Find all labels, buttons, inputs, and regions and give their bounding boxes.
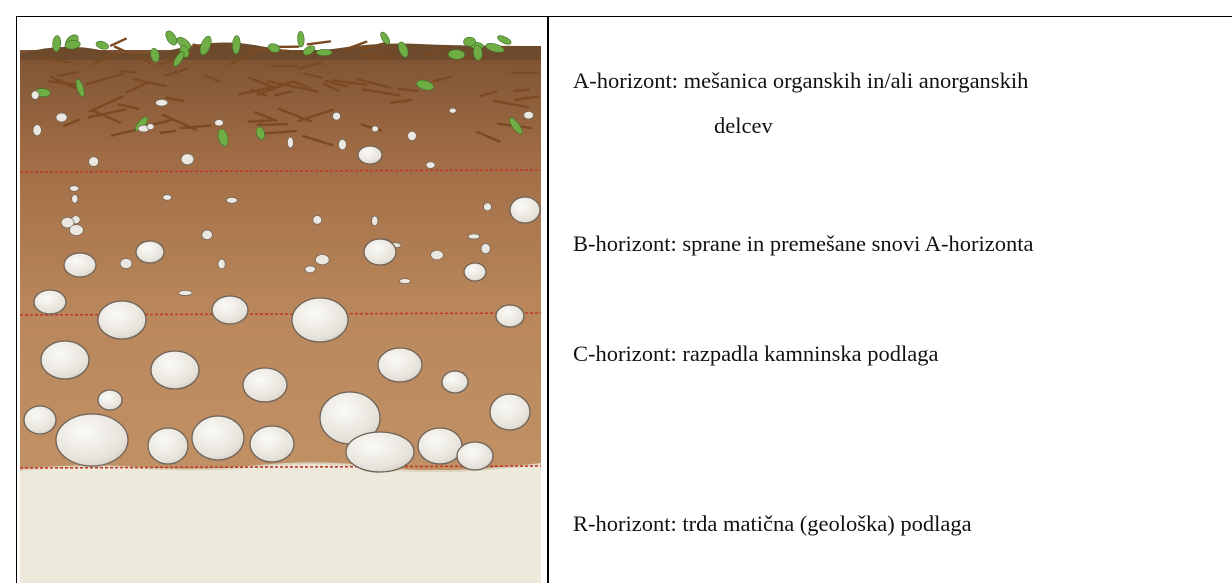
stone — [292, 298, 348, 342]
column-divider — [547, 16, 549, 583]
twig — [120, 71, 135, 72]
pebble — [484, 203, 492, 211]
bedrock-r-horizon — [20, 463, 541, 583]
twig — [249, 120, 275, 121]
pebble — [333, 112, 341, 120]
pebble — [56, 113, 67, 122]
stone — [510, 197, 540, 223]
leaf — [496, 34, 512, 46]
stone — [192, 416, 244, 460]
stone — [442, 371, 468, 393]
stone — [490, 394, 530, 430]
pebble — [156, 99, 168, 106]
stone — [56, 414, 128, 466]
stone — [98, 301, 146, 339]
pebble — [72, 195, 78, 203]
soil-profile-illustration — [20, 20, 541, 583]
pebble — [449, 108, 456, 113]
pebble — [399, 279, 410, 284]
leaf — [316, 49, 332, 55]
pebble — [372, 126, 379, 132]
pebble — [372, 216, 378, 226]
pebble — [431, 250, 444, 259]
stone — [34, 290, 66, 314]
pebble — [202, 230, 213, 240]
stone — [358, 146, 382, 164]
stone — [41, 341, 89, 379]
stone — [378, 348, 422, 382]
twig — [308, 41, 330, 44]
label-a-horizon-line1: A-horizont: mešanica organskih in/ali an… — [573, 68, 1028, 93]
stone — [98, 390, 122, 410]
stone — [151, 351, 199, 389]
twig — [111, 39, 126, 46]
stone — [364, 239, 396, 265]
pebble — [215, 119, 224, 126]
pebble — [468, 234, 480, 239]
pebble — [33, 125, 41, 136]
leaf — [463, 37, 475, 47]
pebble — [179, 290, 193, 295]
stone — [64, 253, 96, 277]
leaf — [95, 40, 110, 51]
pebble — [218, 259, 225, 269]
label-r-horizon: R-horizont: trda matična (geološka) podl… — [573, 510, 972, 537]
stone — [496, 305, 524, 327]
pebble — [226, 197, 237, 203]
pebble — [31, 91, 39, 99]
label-b-horizon: B-horizont: sprane in premešane snovi A-… — [573, 230, 1034, 257]
stone — [243, 368, 287, 402]
label-c-horizon: C-horizont: razpadla kamninska podlaga — [573, 340, 939, 367]
leaf — [163, 29, 179, 47]
pebble — [70, 186, 79, 192]
stone — [464, 263, 486, 281]
pebble — [338, 139, 346, 150]
stone — [136, 241, 164, 263]
pebble — [408, 131, 417, 140]
stone — [457, 442, 493, 470]
stone — [24, 406, 56, 434]
pebble — [163, 195, 172, 201]
pebble — [181, 154, 194, 165]
twig — [258, 124, 287, 125]
stone — [346, 432, 414, 472]
stone — [212, 296, 248, 324]
pebble — [315, 254, 329, 264]
pebble — [69, 225, 83, 236]
pebble — [120, 258, 132, 268]
label-a-horizon: A-horizont: mešanica organskih in/ali an… — [573, 67, 1028, 139]
pebble — [313, 215, 322, 224]
stone — [418, 428, 462, 464]
pebble — [89, 157, 99, 167]
pebble — [147, 124, 154, 130]
pebble — [426, 162, 435, 168]
pebble — [287, 137, 293, 148]
stone — [148, 428, 188, 464]
twig — [514, 89, 529, 90]
pebble — [481, 244, 490, 254]
pebble — [305, 266, 315, 273]
stone — [250, 426, 294, 462]
leaf — [297, 31, 304, 47]
label-a-horizon-line2: delcev — [573, 112, 1028, 139]
pebble — [524, 111, 534, 119]
